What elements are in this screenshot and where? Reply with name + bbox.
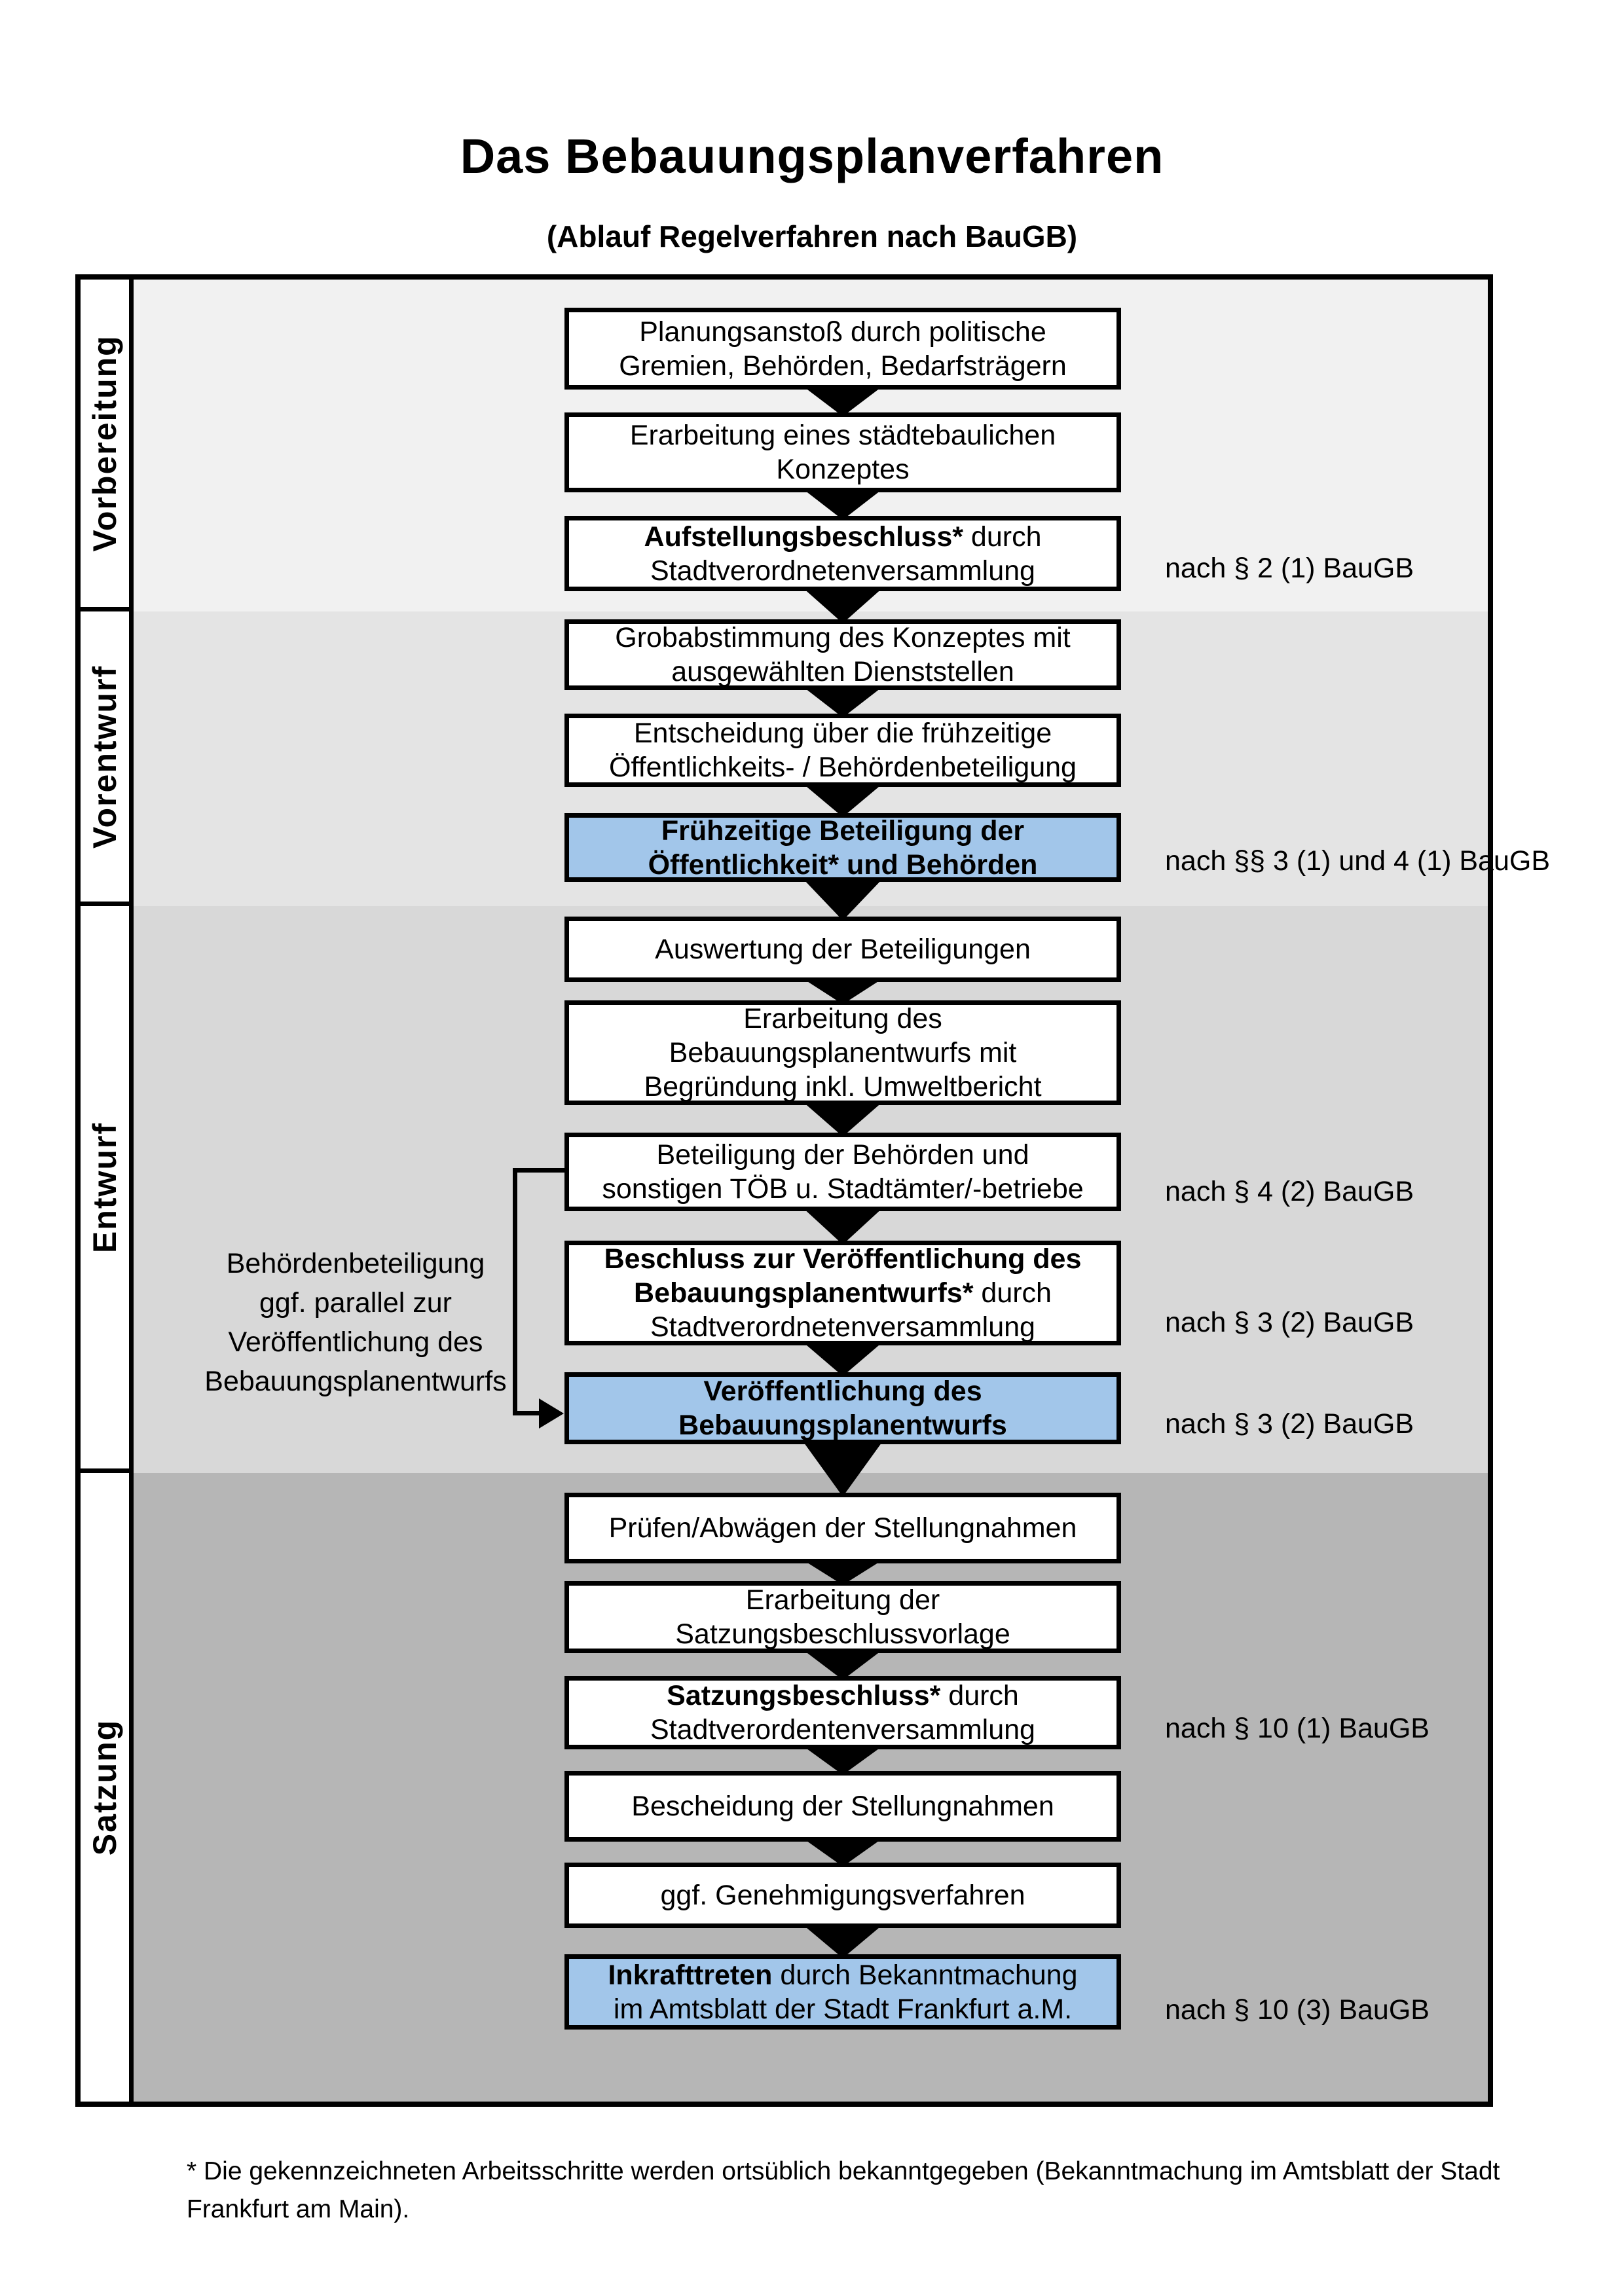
arrow-down-icon — [802, 1838, 883, 1867]
arrow-down-icon — [802, 978, 883, 1004]
process-step-box: Planungsanstoß durch politische Gremien,… — [564, 308, 1121, 390]
process-step-text: Bescheidung der Stellungnahmen — [631, 1791, 1054, 1822]
phase-label-vorbereitung: Vorbereitung — [81, 280, 129, 611]
process-step-box: Grobabstimmung des Konzeptes mit ausgewä… — [564, 619, 1121, 690]
process-step-box: Aufstellungsbeschluss* durch Stadtverord… — [564, 516, 1121, 591]
arrow-down-icon — [802, 1341, 883, 1376]
process-step-box-highlighted: Frühzeitige Beteiligung der Öffentlichke… — [564, 813, 1121, 882]
connector-line — [513, 1168, 569, 1173]
phase-label-text: Satzung — [86, 1719, 123, 1856]
arrow-down-icon — [802, 1101, 883, 1137]
process-step-text: Veröffentlichung des Bebauungsplanentwur… — [678, 1376, 1007, 1441]
process-step-text: Entscheidung über die frühzeitige Öffent… — [609, 718, 1077, 783]
process-step-box: Beschluss zur Veröffentlichung des Bebau… — [564, 1241, 1121, 1345]
process-step-text: Frühzeitige Beteiligung der Öffentlichke… — [648, 814, 1038, 881]
arrow-down-icon — [802, 386, 883, 416]
law-reference-label: nach § 4 (2) BauGB — [1165, 1176, 1414, 1207]
arrow-down-icon — [802, 1745, 883, 1775]
arrow-down-icon — [802, 686, 883, 718]
process-step-box: ggf. Genehmigungsverfahren — [564, 1863, 1121, 1928]
phase-label-satzung: Satzung — [81, 1473, 129, 2102]
arrow-down-icon — [802, 1440, 883, 1497]
page-title: Das Bebauungsplanverfahren — [460, 129, 1164, 183]
process-frame: Vorbereitung Vorentwurf Entwurf Satzung … — [75, 274, 1550, 2107]
law-reference-label: nach § 10 (3) BauGB — [1165, 1994, 1430, 2026]
arrow-down-icon — [802, 783, 883, 817]
process-step-box: Auswertung der Beteiligungen — [564, 917, 1121, 982]
side-annotation: Behördenbeteiligung ggf. parallel zur Ve… — [204, 1248, 507, 1397]
connector-line — [513, 1168, 517, 1415]
page-subtitle: (Ablauf Regelverfahren nach BauGB) — [546, 219, 1078, 253]
process-step-text: ggf. Genehmigungsverfahren — [660, 1880, 1025, 1911]
arrow-down-icon — [802, 1924, 883, 1958]
process-step-text: Prüfen/Abwägen der Stellungnahmen — [608, 1512, 1077, 1544]
process-step-text: Erarbeitung des Bebauungsplanentwurfs mi… — [644, 1003, 1042, 1102]
arrow-down-icon — [802, 488, 883, 520]
arrow-down-icon — [802, 1649, 883, 1680]
process-step-text: Inkrafttreten durch Bekanntmachung im Am… — [608, 1959, 1078, 2025]
law-reference-label: nach § 3 (2) BauGB — [1165, 1408, 1414, 1440]
arrow-down-icon — [802, 587, 883, 623]
phase-label-column: Vorbereitung Vorentwurf Entwurf Satzung — [81, 280, 134, 2102]
process-step-text: Aufstellungsbeschluss* durch Stadtverord… — [644, 520, 1042, 587]
process-step-text: Planungsanstoß durch politische Gremien,… — [619, 316, 1067, 382]
process-step-text: Beschluss zur Veröffentlichung des Bebau… — [604, 1243, 1082, 1343]
law-reference-label: nach §§ 3 (1) und 4 (1) BauGB — [1165, 845, 1551, 877]
process-step-box-highlighted: Inkrafttreten durch Bekanntmachung im Am… — [564, 1954, 1121, 2030]
process-step-box: Satzungsbeschluss* durch Stadtverordente… — [564, 1676, 1121, 1749]
process-step-box: Beteiligung der Behörden und sonstigen T… — [564, 1133, 1121, 1211]
law-reference-label: nach § 10 (1) BauGB — [1165, 1713, 1430, 1744]
phase-label-text: Vorentwurf — [86, 665, 123, 848]
process-step-box: Erarbeitung des Bebauungsplanentwurfs mi… — [564, 1000, 1121, 1105]
process-step-text: Satzungsbeschluss* durch Stadtverordente… — [650, 1680, 1035, 1745]
phase-label-text: Entwurf — [86, 1121, 123, 1253]
law-reference-label: nach § 3 (2) BauGB — [1165, 1307, 1414, 1338]
phase-label-vorentwurf: Vorentwurf — [81, 611, 129, 906]
arrow-right-icon — [539, 1398, 564, 1429]
process-step-box-highlighted: Veröffentlichung des Bebauungsplanentwur… — [564, 1372, 1121, 1444]
phase-label-text: Vorbereitung — [86, 335, 123, 552]
arrow-down-icon — [802, 1559, 883, 1585]
process-step-box: Bescheidung der Stellungnahmen — [564, 1771, 1121, 1842]
phase-label-entwurf: Entwurf — [81, 906, 129, 1473]
process-step-text: Grobabstimmung des Konzeptes mit ausgewä… — [615, 622, 1071, 687]
law-reference-label: nach § 2 (1) BauGB — [1165, 553, 1414, 584]
process-step-box: Prüfen/Abwägen der Stellungnahmen — [564, 1493, 1121, 1563]
connector-line — [513, 1411, 542, 1415]
arrow-down-icon — [802, 1207, 883, 1245]
arrow-down-icon — [802, 878, 883, 920]
process-step-box: Erarbeitung eines städtebaulichen Konzep… — [564, 412, 1121, 492]
footnote: * Die gekennzeichneten Arbeitsschritte w… — [187, 2157, 1500, 2223]
process-step-text: Auswertung der Beteiligungen — [655, 934, 1031, 965]
process-step-text: Erarbeitung eines städtebaulichen Konzep… — [629, 420, 1056, 485]
process-step-text: Beteiligung der Behörden und sonstigen T… — [602, 1139, 1084, 1205]
process-step-box: Erarbeitung der Satzungsbeschlussvorlage — [564, 1581, 1121, 1653]
process-step-box: Entscheidung über die frühzeitige Öffent… — [564, 714, 1121, 787]
process-step-text: Erarbeitung der Satzungsbeschlussvorlage — [675, 1584, 1010, 1650]
